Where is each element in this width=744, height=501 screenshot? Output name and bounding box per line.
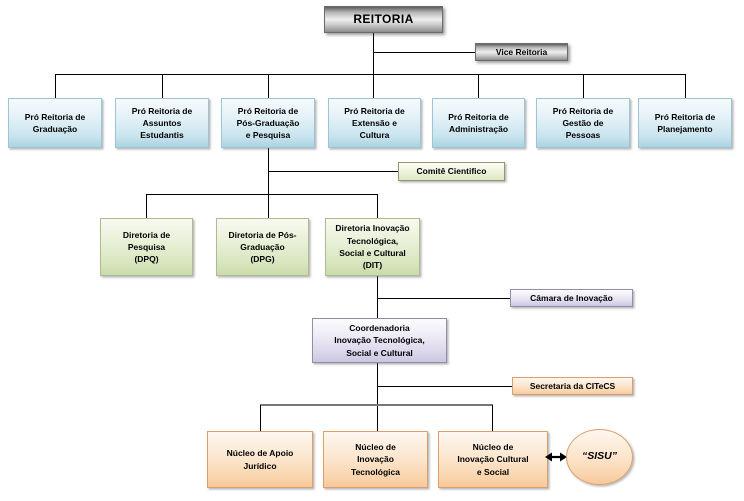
camara-inovacao-label: Câmara de Inovação: [530, 292, 613, 303]
connector: [685, 74, 686, 98]
connector: [55, 74, 56, 98]
connector: [373, 33, 374, 98]
connector: [478, 74, 479, 98]
connector: [377, 386, 512, 387]
sisu-label: “SISU”: [581, 450, 617, 463]
connector: [268, 74, 269, 98]
connector: [492, 405, 493, 431]
reitoria-box: REITORIA: [324, 6, 443, 33]
pro-reitoria-extensao-cultura-label: Pró Reitoria de Extensão e Cultura: [344, 105, 405, 141]
pro-reitoria-administracao-label: Pró Reitoria de Administração: [448, 111, 509, 134]
nucleo-apoio-juridico-box: Núcleo de Apoio Jurídico: [207, 431, 313, 488]
sisu-ellipse: “SISU”: [566, 429, 633, 485]
connector: [146, 194, 377, 195]
diretoria-inovacao-dit-box: Diretoria Inovação Tecnológica, Social e…: [325, 218, 420, 276]
diretoria-pos-graduacao-dpg-label: Diretoria de Pós- Graduação (DPG): [228, 229, 297, 265]
coordenadoria-citecs-label: Coordenadoria Inovação Tecnológica, Soci…: [334, 323, 425, 358]
secretaria-citecs-label: Secretaria da CITeCS: [529, 380, 616, 391]
pro-reitoria-gestao-pessoas-label: Pró Reitoria de Gestão de Pessoas: [552, 105, 614, 141]
diretoria-inovacao-dit-label: Diretoria Inovação Tecnológica, Social e…: [335, 223, 410, 271]
secretaria-citecs-box: Secretaria da CITeCS: [512, 377, 633, 395]
connector: [373, 52, 475, 53]
pro-reitoria-planejamento-label: Pró Reitoria de Planejamento: [654, 111, 716, 134]
pro-reitoria-extensao-cultura-box: Pró Reitoria de Extensão e Cultura: [328, 98, 421, 148]
connector: [260, 404, 493, 406]
nucleo-apoio-juridico-label: Núcleo de Apoio Jurídico: [226, 448, 294, 471]
connector: [377, 298, 510, 299]
nucleo-inovacao-tecnologica-box: Núcleo de Inovação Tecnológica: [323, 431, 428, 488]
double-arrow-icon: [545, 450, 567, 464]
nucleo-inovacao-cultural-social-label: Núcleo de Inovação Cultural e Social: [457, 442, 529, 477]
connector: [146, 194, 147, 218]
pro-reitoria-gestao-pessoas-box: Pró Reitoria de Gestão de Pessoas: [536, 98, 630, 148]
camara-inovacao-box: Câmara de Inovação: [510, 289, 633, 307]
pro-reitoria-administracao-box: Pró Reitoria de Administração: [432, 98, 525, 148]
connector: [268, 171, 398, 172]
pro-reitoria-pos-graduacao-pesquisa-label: Pró Reitoria de Pós-Graduação e Pesquisa: [236, 105, 300, 141]
connector: [55, 74, 685, 75]
diretoria-pesquisa-dpq-label: Diretoria de Pesquisa (DPQ): [122, 229, 171, 265]
connector: [377, 276, 378, 318]
connector: [162, 74, 163, 98]
pro-reitoria-assuntos-estudantis-box: Pró Reitoria de Assuntos Estudantis: [115, 98, 209, 148]
nucleo-inovacao-tecnologica-label: Núcleo de Inovação Tecnológica: [351, 442, 400, 477]
pro-reitoria-graduacao-box: Pró Reitoria de Graduação: [8, 98, 102, 148]
vice-reitoria-label: Vice Reitoria: [495, 46, 548, 57]
pro-reitoria-pos-graduacao-pesquisa-box: Pró Reitoria de Pós-Graduação e Pesquisa: [221, 98, 315, 148]
diretoria-pos-graduacao-dpg-box: Diretoria de Pós- Graduação (DPG): [216, 218, 309, 276]
pro-reitoria-planejamento-box: Pró Reitoria de Planejamento: [638, 98, 732, 148]
nucleo-inovacao-cultural-social-box: Núcleo de Inovação Cultural e Social: [438, 431, 548, 488]
connector: [260, 405, 261, 431]
connector: [377, 194, 378, 218]
connector: [377, 363, 378, 431]
diretoria-pesquisa-dpq-box: Diretoria de Pesquisa (DPQ): [100, 218, 193, 276]
connector: [583, 74, 584, 98]
vice-reitoria-box: Vice Reitoria: [475, 43, 568, 61]
reitoria-label: REITORIA: [353, 11, 414, 26]
pro-reitoria-assuntos-estudantis-label: Pró Reitoria de Assuntos Estudantis: [131, 105, 193, 141]
pro-reitoria-graduacao-label: Pró Reitoria de Graduação: [24, 111, 86, 134]
coordenadoria-citecs-box: Coordenadoria Inovação Tecnológica, Soci…: [312, 318, 447, 363]
connector: [268, 148, 269, 218]
comite-cientifico-box: Comitê Cientifico: [398, 162, 505, 181]
comite-cientifico-label: Comitê Cientifico: [416, 166, 487, 177]
